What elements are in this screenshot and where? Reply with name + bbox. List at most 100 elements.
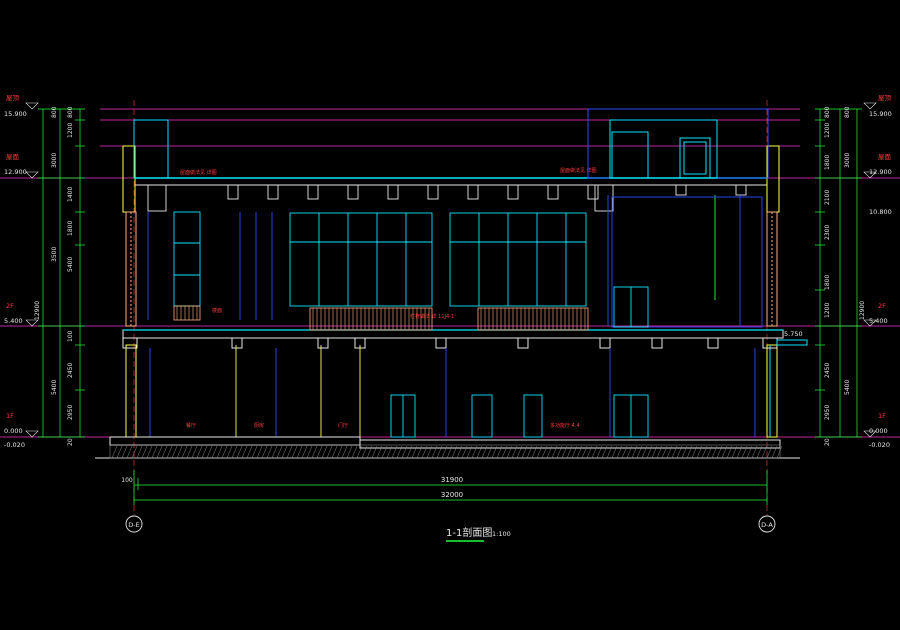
- hatch-stroke: [121, 445, 128, 459]
- hatch-stroke: [386, 445, 393, 459]
- hatch-stroke: [151, 445, 158, 459]
- canopy-level-value: 5.750: [784, 330, 803, 338]
- hatch-stroke: [691, 445, 698, 459]
- hatch-stroke: [611, 445, 618, 459]
- hatch-stroke: [751, 445, 758, 459]
- hatch-stroke: [766, 445, 773, 459]
- hatch-stroke: [536, 445, 543, 459]
- 2f-beam: [435, 337, 447, 349]
- room-label-2: 厨房: [254, 422, 264, 429]
- hatch-stroke: [701, 445, 708, 459]
- exterior-walls: [125, 211, 778, 438]
- left-dim-2450: 2450: [67, 363, 74, 378]
- roof-beam: [507, 184, 519, 200]
- hatch-stroke: [696, 445, 703, 459]
- canopy-level: 5.750: [784, 330, 803, 338]
- hatch-stroke: [641, 445, 648, 459]
- roof-door-2-inner: [683, 141, 707, 175]
- hatch-stroke: [736, 445, 743, 459]
- second-floor-slab: [122, 329, 808, 349]
- hatch-stroke: [606, 445, 613, 459]
- hatch-stroke: [506, 445, 513, 459]
- roof-beam-deep: [594, 184, 614, 212]
- hatch-stroke: [761, 445, 768, 459]
- level-value-top-left: 15.900: [4, 110, 27, 118]
- hatch-stroke: [166, 445, 173, 459]
- grid-bubble-left-label: D-E: [128, 521, 139, 529]
- hatch-stroke: [601, 445, 608, 459]
- level-value-2f-right: 5.400: [869, 317, 888, 325]
- hatch-stroke: [686, 445, 693, 459]
- left-dim-800-a: 800: [67, 106, 74, 118]
- level-value-mid-right: 10.800: [869, 208, 892, 216]
- 2f-beam: [517, 337, 529, 349]
- hatch-stroke: [646, 445, 653, 459]
- 2f-beam: [651, 337, 663, 349]
- 2f-beam: [231, 337, 243, 349]
- level-value-1f-left: 0.000: [4, 427, 23, 435]
- level-value-roof-right: 12.900: [869, 168, 892, 176]
- 2f-beam: [707, 337, 719, 349]
- hatch-stroke: [346, 445, 353, 459]
- left-dimension-text: 800 1200 800 3000 1400 1800 3500 5400 24…: [34, 106, 74, 446]
- hatch-stroke: [271, 445, 278, 459]
- ground-slab-right: [359, 439, 781, 449]
- right-dim-800-b: 800: [844, 106, 851, 118]
- right-dim-1200: 1200: [824, 123, 831, 138]
- right-dim-total-12900: 12900: [859, 301, 866, 320]
- hatch-stroke: [426, 445, 433, 459]
- grid-bubble-left-circle: [125, 515, 143, 533]
- hatch-stroke: [411, 445, 418, 459]
- hatch-stroke: [516, 445, 523, 459]
- hatch-stroke: [291, 445, 298, 459]
- hatch-stroke: [241, 445, 248, 459]
- room-label-5: 多功能厅 4.4: [550, 422, 580, 429]
- hatch-stroke: [581, 445, 588, 459]
- hatch-stroke: [296, 445, 303, 459]
- roof-beam: [347, 184, 359, 200]
- hatch-stroke: [236, 445, 243, 459]
- level-triangle-2f-left: [25, 319, 39, 327]
- hatch-stroke: [191, 445, 198, 459]
- parapet-left: [122, 145, 136, 213]
- hatch-stroke: [211, 445, 218, 459]
- dim-text-32000: 32000: [441, 491, 463, 499]
- roof-beams: [147, 184, 747, 212]
- grid-bubble-right-circle: [758, 515, 776, 533]
- hatch-stroke: [596, 445, 603, 459]
- roof-beam-deep: [147, 184, 167, 212]
- right-dim-3000: 3000: [844, 153, 851, 168]
- hatch-stroke: [496, 445, 503, 459]
- hatch-stroke: [381, 445, 388, 459]
- level-triangle-1f-right: [863, 430, 877, 438]
- hatch-stroke: [551, 445, 558, 459]
- roof-beam: [387, 184, 399, 200]
- left-dimension-chain: [38, 108, 85, 438]
- bottom-dimension-text: 31900 32000 100: [121, 476, 463, 499]
- hatch-stroke: [316, 445, 323, 459]
- roof-beam: [547, 184, 559, 200]
- roof-door-1: [611, 131, 649, 179]
- level-tag-roof-left: 屋面: [6, 153, 20, 161]
- left-dim-20: 20: [67, 438, 74, 446]
- drawing-scale: 1:100: [492, 530, 511, 538]
- left-dim-2950: 2950: [67, 405, 74, 420]
- hatch-stroke: [486, 445, 493, 459]
- level-triangle-roof-left: [25, 171, 39, 179]
- hatch-stroke: [541, 445, 548, 459]
- second-floor-interior: [147, 195, 763, 328]
- level-triangle-roof-right: [863, 171, 877, 179]
- level-value-ground-left: -0.020: [4, 441, 25, 449]
- right-dimension-chain: [815, 108, 862, 438]
- hatch-stroke: [206, 445, 213, 459]
- parapet-right: [766, 145, 780, 213]
- hatch-stroke: [576, 445, 583, 459]
- level-value-ground-right: -0.020: [869, 441, 890, 449]
- hatch-stroke: [681, 445, 688, 459]
- hatch-stroke: [521, 445, 528, 459]
- right-dim-2450: 2450: [824, 363, 831, 378]
- dim-text-100: 100: [121, 477, 133, 484]
- ground: [95, 436, 800, 459]
- roof-door-2: [679, 137, 711, 179]
- left-dim-1800: 1800: [67, 221, 74, 236]
